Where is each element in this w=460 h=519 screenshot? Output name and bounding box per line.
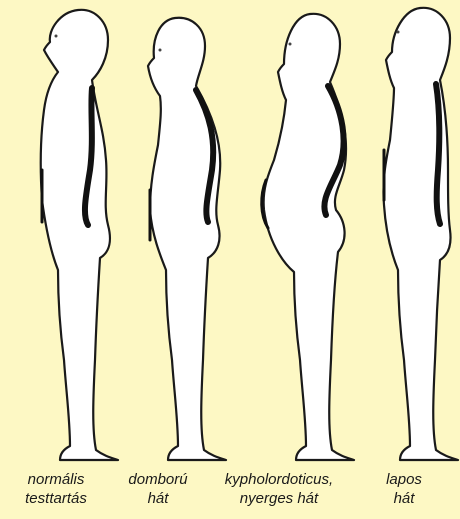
caption-flat-back: lapos hát	[352, 470, 456, 508]
figure-flat-back	[383, 8, 458, 460]
caption-flat-line2: hát	[352, 489, 456, 508]
caption-normal-line1: normális	[6, 470, 106, 489]
figure-normal-posture	[41, 10, 118, 460]
spine-flat	[436, 84, 440, 224]
caption-rounded-back: domború hát	[108, 470, 208, 508]
caption-saddle-back: kypholordoticus, nyerges hát	[210, 470, 348, 508]
caption-normal: normális testtartás	[6, 470, 106, 508]
figure-rounded-back	[148, 18, 226, 460]
figure-saddle-back	[262, 14, 354, 460]
caption-rounded-line1: domború	[108, 470, 208, 489]
caption-saddle-line1: kypholordoticus,	[210, 470, 348, 489]
caption-saddle-line2: nyerges hát	[210, 489, 348, 508]
caption-rounded-line2: hát	[108, 489, 208, 508]
caption-normal-line2: testtartás	[6, 489, 106, 508]
caption-flat-line1: lapos	[352, 470, 456, 489]
